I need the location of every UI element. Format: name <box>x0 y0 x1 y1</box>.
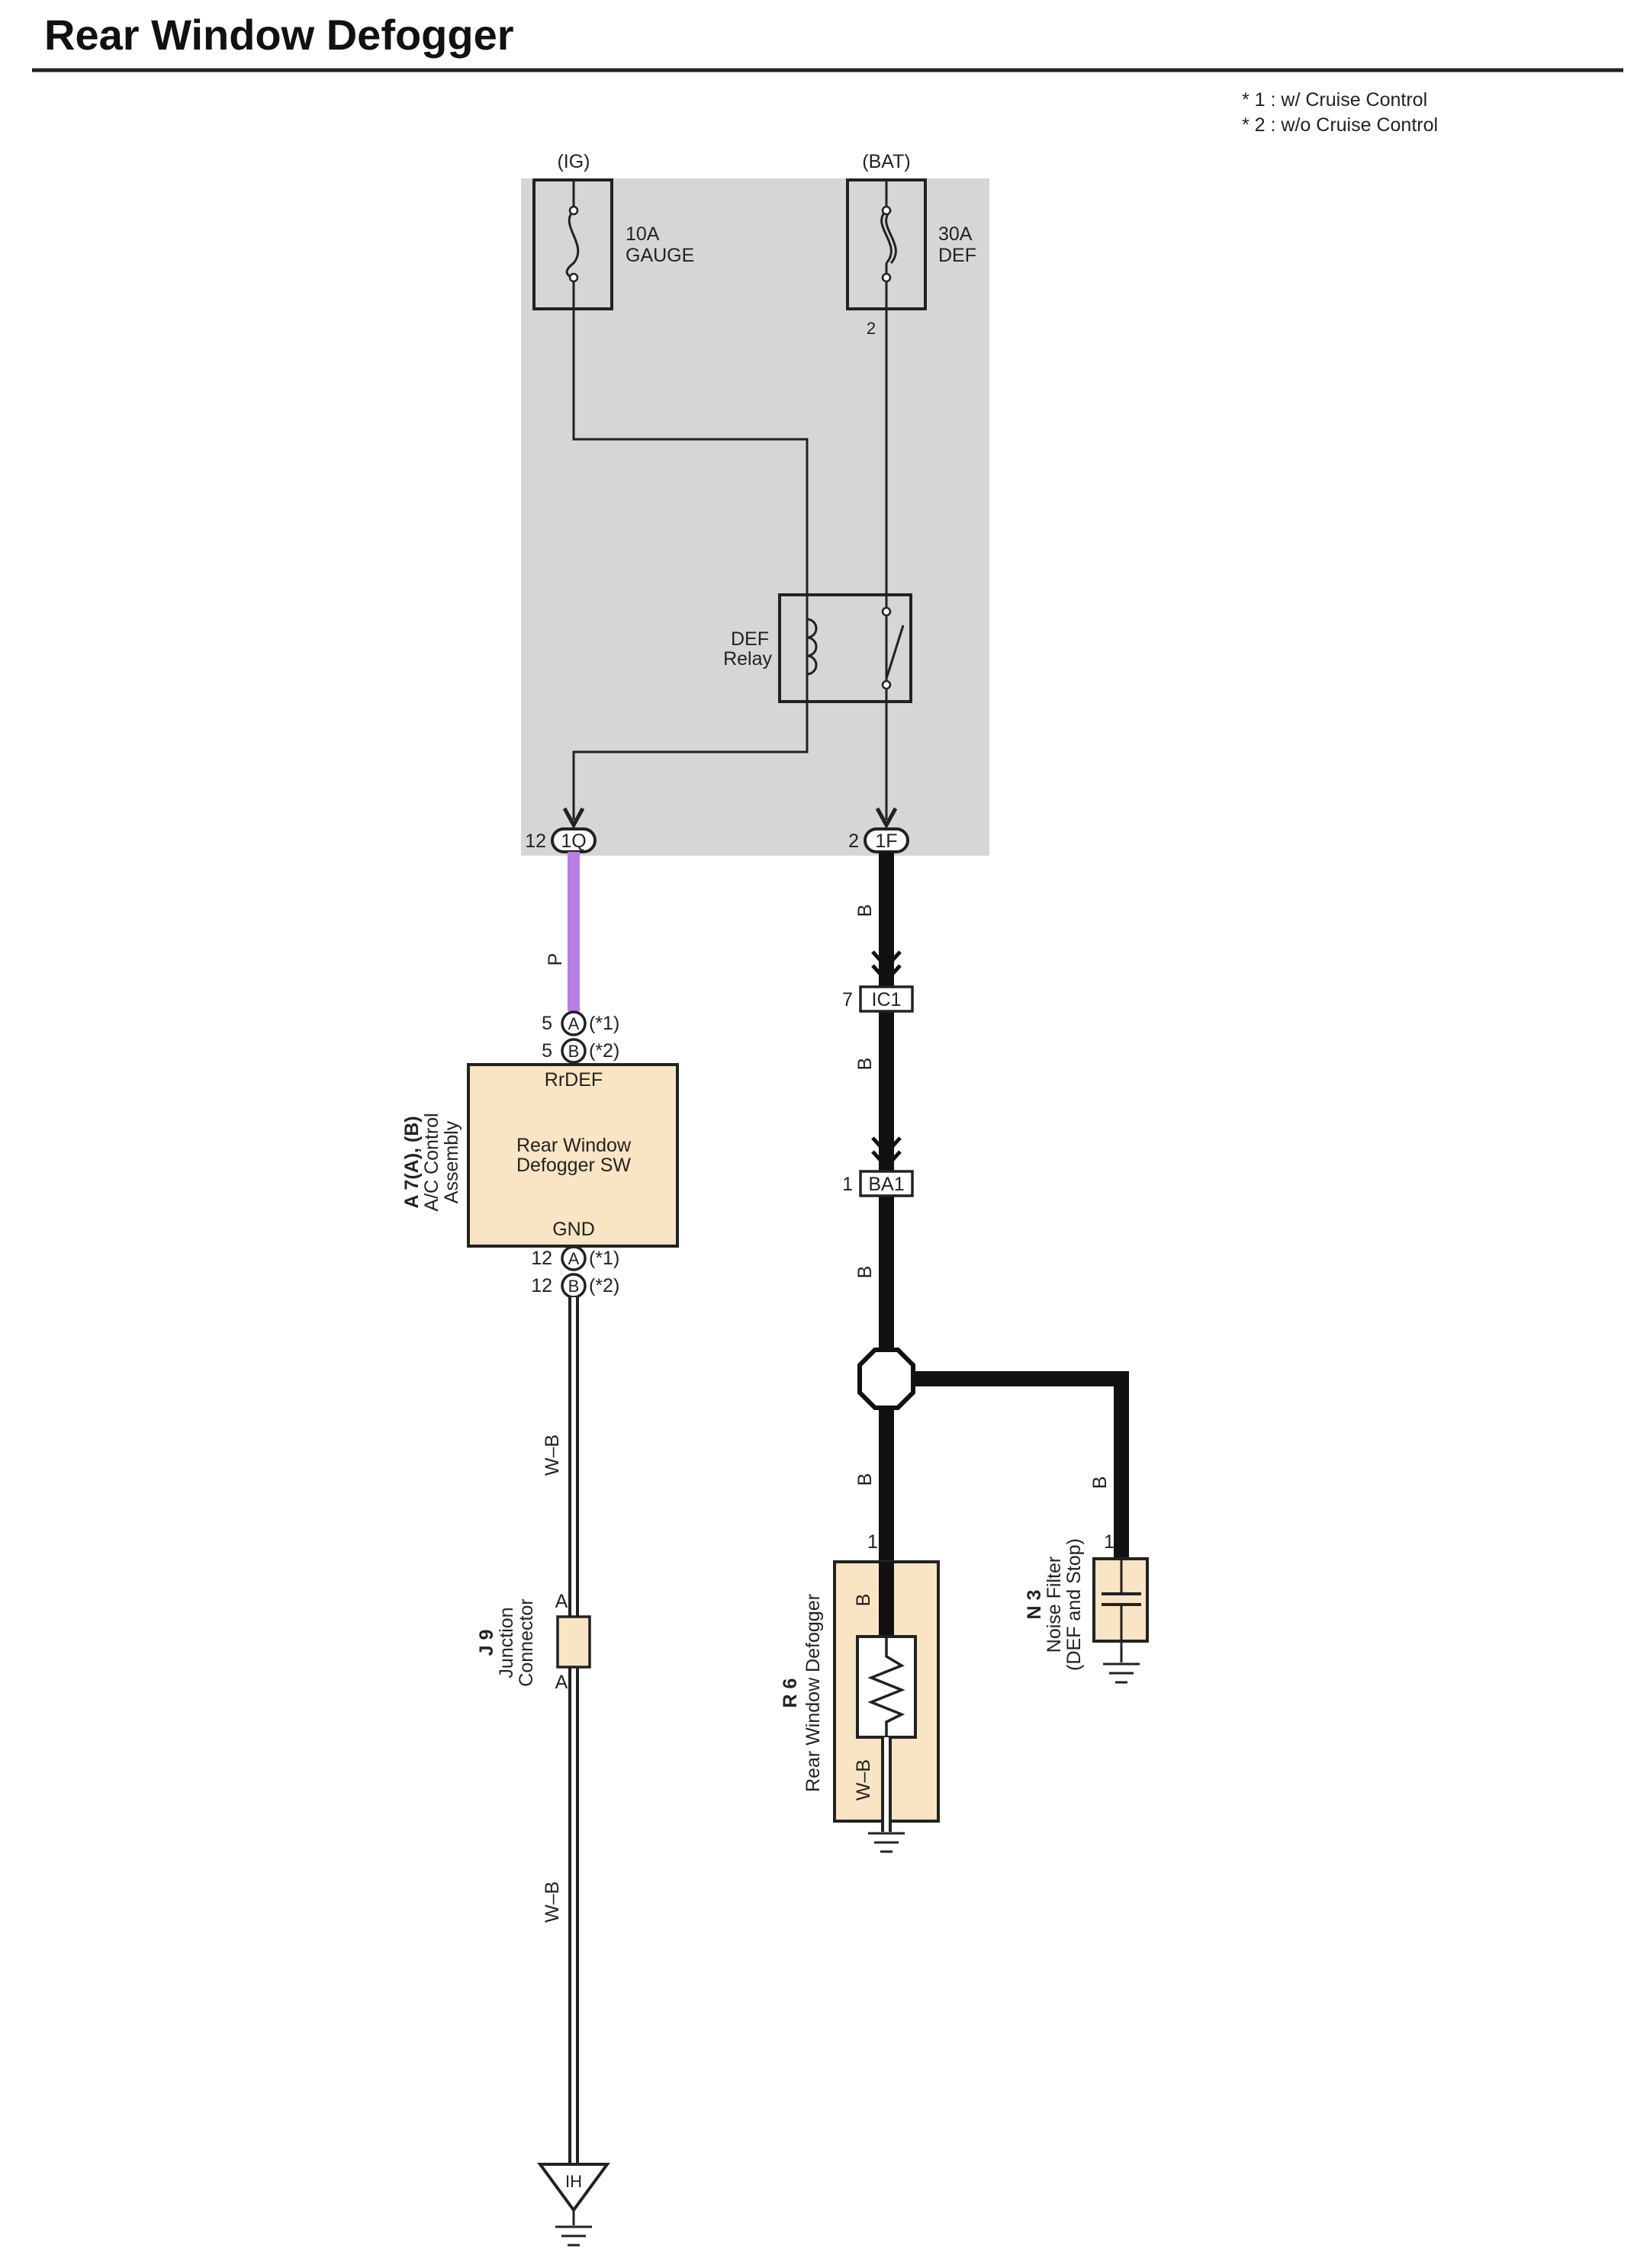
arrow-ic1 <box>871 950 902 984</box>
ac-top-pin-b: 5 <box>542 1040 552 1062</box>
noise-filter-name-2: (DEF and Stop) <box>1063 1538 1085 1671</box>
ac-bot-pin-b: 12 <box>531 1275 552 1296</box>
wire-b-label-6: B <box>853 1594 874 1607</box>
ground-defogger <box>868 1832 905 1853</box>
connector-ba1-pin: 1 <box>842 1174 853 1195</box>
splice-point <box>857 1348 915 1410</box>
relay-label-2: Relay <box>723 648 772 670</box>
ac-top-note-2: (*2) <box>589 1040 619 1062</box>
j9-pin-top: A <box>555 1591 568 1612</box>
noise-filter-name-1: Noise Filter <box>1044 1556 1065 1653</box>
wire-b-label-4: B <box>854 1473 876 1486</box>
def-relay <box>778 593 912 703</box>
fuse-def-pin: 2 <box>867 319 876 338</box>
fuse-gauge-name: GAUGE <box>626 245 694 266</box>
connector-ic1-pin: 7 <box>842 989 853 1010</box>
ac-control-name-1: A/C Control <box>421 1113 442 1211</box>
fuse-def-name: DEF <box>938 245 976 266</box>
connector-1f: 1F <box>864 827 909 853</box>
note-cruise-1: * 1 : w/ Cruise Control <box>1242 89 1427 111</box>
defogger-ref: R 6 <box>780 1679 801 1708</box>
ac-top-conn-a: A <box>568 1014 580 1033</box>
ac-control-bottom-connectors: A B <box>561 1245 587 1299</box>
j9-ref: J 9 <box>476 1630 497 1656</box>
ac-bot-note-1: (*1) <box>589 1248 619 1269</box>
ground-ih: IH <box>537 2163 610 2247</box>
ac-control-ref: A 7(A), (B) <box>401 1116 423 1208</box>
ac-pin-rrdef: RrDEF <box>545 1069 603 1091</box>
j9-pin-bottom: A <box>555 1672 568 1693</box>
wire-wb-label-1: W–B <box>542 1434 563 1476</box>
ac-top-conn-b: B <box>568 1042 580 1061</box>
power-ig-label: (IG) <box>557 151 590 172</box>
j9-name-2: Connector <box>516 1598 537 1686</box>
fuse-def-amp: 30A <box>938 223 973 245</box>
connector-ic1-id: IC1 <box>872 989 902 1010</box>
connector-1q-id: 1Q <box>561 830 586 852</box>
page-title: Rear Window Defogger <box>44 11 514 59</box>
noise-filter-ref: N 3 <box>1024 1590 1045 1620</box>
junction-block-area <box>521 178 989 856</box>
wire-wb-label-3: W–B <box>853 1759 874 1801</box>
note-cruise-2: * 2 : w/o Cruise Control <box>1242 114 1438 136</box>
wire-b-label-2: B <box>854 1058 876 1071</box>
ac-bot-pin-a: 12 <box>531 1248 552 1269</box>
connector-1q: 1Q <box>551 827 597 853</box>
junction-connector-j9 <box>556 1615 591 1669</box>
ac-bot-conn-a: A <box>568 1249 580 1268</box>
wire-p-label: P <box>545 953 566 966</box>
wire-b-label-3: B <box>854 1266 876 1279</box>
ac-control-top-connectors: A B <box>561 1010 587 1064</box>
ground-ih-label: IH <box>565 2172 582 2191</box>
ground-noise-filter <box>1103 1662 1140 1684</box>
ac-sw-line1: Rear Window <box>516 1135 632 1156</box>
connector-1f-pin: 2 <box>848 830 859 852</box>
connector-ic1: IC1 <box>859 985 914 1013</box>
arrow-1q <box>562 807 585 830</box>
wire-b-label-1: B <box>854 904 876 917</box>
ac-top-pin-a: 5 <box>542 1013 552 1034</box>
ac-bot-conn-b: B <box>568 1277 580 1296</box>
fuse-gauge-amp: 10A <box>626 223 660 245</box>
ac-control-name-2: Assembly <box>441 1120 462 1203</box>
wire-b-label-5: B <box>1089 1476 1111 1489</box>
ac-bot-note-2: (*2) <box>589 1275 619 1296</box>
defogger-pin: 1 <box>867 1531 878 1553</box>
arrow-1f <box>875 807 898 830</box>
power-bat-label: (BAT) <box>862 151 910 172</box>
ac-pin-gnd: GND <box>552 1219 595 1240</box>
ac-control-box <box>467 1063 679 1248</box>
connector-1q-pin: 12 <box>525 830 546 852</box>
arrow-ba1 <box>871 1136 902 1170</box>
connector-1f-id: 1F <box>875 830 897 852</box>
connector-ba1: BA1 <box>859 1170 914 1197</box>
j9-name-1: Junction <box>496 1607 517 1678</box>
ac-top-note-1: (*1) <box>589 1013 619 1034</box>
heater-resistor <box>856 1635 917 1739</box>
connector-ba1-id: BA1 <box>868 1174 904 1195</box>
relay-label-1: DEF <box>731 628 769 650</box>
wire-wb-label-2: W–B <box>542 1881 563 1923</box>
noise-filter-pin: 1 <box>1104 1531 1114 1553</box>
defogger-name: Rear Window Defogger <box>802 1594 824 1792</box>
ac-sw-line2: Defogger SW <box>516 1155 631 1176</box>
wire-b-branch <box>886 1371 1129 1559</box>
capacitor <box>1102 1559 1141 1662</box>
